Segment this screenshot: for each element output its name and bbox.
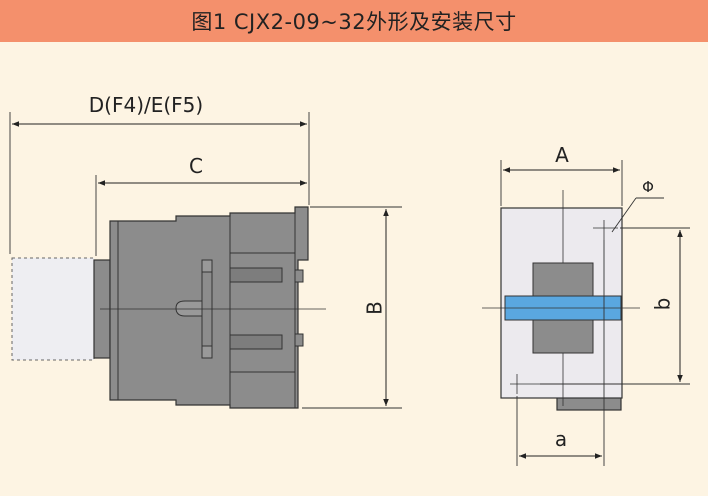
dimension-b-label: B [363,301,387,315]
dimension-b-lower: b [540,227,690,385]
dimension-a-lower: a [516,240,605,466]
dimension-c-label: C [189,154,203,178]
dimension-a-upper: A [500,143,623,206]
title-banner: 图1 CJX2-09~32外形及安装尺寸 [0,0,708,42]
accessory-outline-dashed [11,257,95,361]
dimension-a-upper-label: A [555,143,569,167]
contactor-side-body [109,206,309,409]
upper-terminal-slot [229,267,283,283]
lower-terminal-slot [229,334,283,350]
front-armature-lower [532,319,594,354]
front-view [482,190,640,411]
dimension-b: B [302,206,402,409]
side-latch [175,300,203,317]
dimension-d: D(F4)/E(F5) [9,93,310,254]
front-armature-upper [532,262,594,297]
upper-terminal-clip [294,269,304,283]
dimension-phi: Φ [611,178,664,233]
dimension-b-lower-label: b [651,298,675,311]
dimension-a-lower-label: a [555,427,567,451]
dimension-phi-label: Φ [642,178,654,196]
upper-terminal-clip [294,333,304,347]
dimension-d-label: D(F4)/E(F5) [89,93,203,117]
dimension-c: C [95,154,307,256]
side-view [11,206,326,409]
page-title: 图1 CJX2-09~32外形及安装尺寸 [191,10,517,34]
